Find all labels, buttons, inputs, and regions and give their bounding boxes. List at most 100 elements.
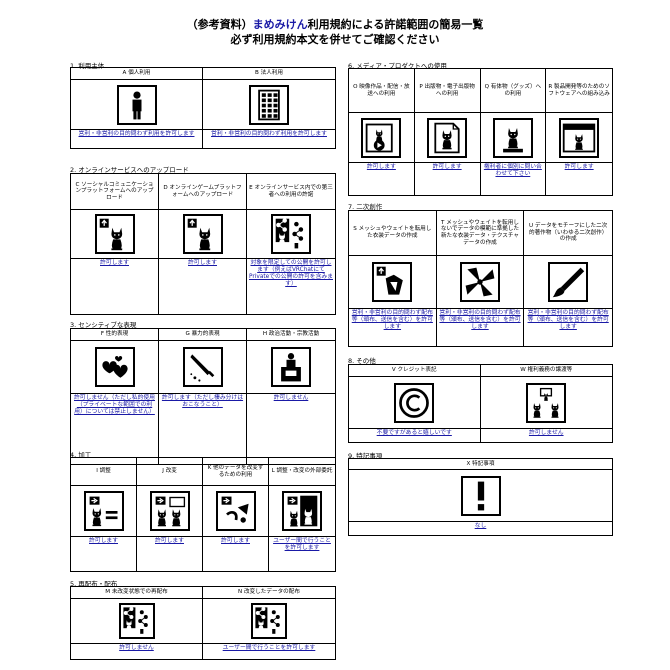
rule-cell: B 法人利用営利・非営利の目的問わず利用を許可します <box>203 68 335 148</box>
transfer-icon <box>526 382 567 423</box>
rule-label: X 特記事項 <box>349 459 612 470</box>
exclamation-icon <box>460 475 501 516</box>
rule-cell: C ソーシャルコミュニケーションプラットフォームへのアップロード 許可します <box>71 174 159 314</box>
rule-pictogram <box>71 599 202 644</box>
rule-pictogram <box>203 80 335 130</box>
section-title-s4: 4. 加工 <box>70 451 92 459</box>
rule-pictogram <box>414 113 480 163</box>
copyright-icon <box>394 382 435 423</box>
rule-label: T メッシュやウェイトを転用しないでデータの模範に準拠した新たな衣装データ・テク… <box>436 211 524 256</box>
rule-pictogram <box>71 486 136 537</box>
rule-cell: K 他のデータを改変するための利用許可します <box>203 458 269 571</box>
section-title-s1: 1. 利用主体 <box>70 62 105 70</box>
rule-cell: X 特記事項なし <box>349 459 612 535</box>
rule-verdict: 権利者に個別に問い合わせて下さい <box>483 164 542 177</box>
rule-label: O 映像作品・配信・放送への利用 <box>349 69 414 113</box>
goods-icon <box>492 117 533 158</box>
rule-pictogram <box>71 210 158 259</box>
rule-verdict: 許可します <box>432 164 462 170</box>
rule-pictogram <box>349 256 436 309</box>
person-icon <box>116 84 157 125</box>
rule-label: H 政治活動・宗教活動 <box>247 329 335 341</box>
rule-label: N 改変したデータの配布 <box>203 587 335 599</box>
rule-label: I 調整 <box>71 458 136 486</box>
section-title-s8: 8. その他 <box>348 357 376 365</box>
rule-label: W 権利義務の譲渡等 <box>480 365 612 377</box>
rule-pictogram <box>159 341 246 394</box>
podium-icon <box>271 347 311 387</box>
rule-verdict: 営利・非営利の目的問わず利用を許可します <box>211 131 327 137</box>
rule-label: V クレジット表記 <box>349 365 480 377</box>
rule-label: R 製品開発等のためのソフトウェアへの組み込み <box>546 69 612 113</box>
rule-pictogram <box>480 377 612 429</box>
rule-pictogram <box>203 486 268 537</box>
rule-cell: V クレジット表記不要ですがあると嬉しいです <box>349 365 481 442</box>
rule-cell: D オンラインゲームプラットフォームへのアップロード 許可します <box>159 174 247 314</box>
rule-verdict: 許可しません <box>528 430 564 436</box>
rule-pictogram <box>546 113 612 163</box>
brush-icon <box>548 262 589 302</box>
modify-icon <box>149 491 190 531</box>
rule-cell: L 調整・改変の外部委託 ユーザー間で行うことを許可します <box>269 458 335 571</box>
section-table-s9: X 特記事項なし <box>348 458 613 536</box>
rule-label: C ソーシャルコミュニケーションプラットフォームへのアップロード <box>71 174 158 210</box>
rule-verdict: 許可します <box>564 164 594 170</box>
rule-cell: E オンラインサービス内での第三者への利用の許諾 対象を限定しての公開を許可しま… <box>247 174 335 314</box>
rule-verdict: 許可しません（ただし私的使用（プライベートな範囲での利用）については禁止しません… <box>74 395 155 415</box>
software-icon <box>559 117 600 158</box>
rule-pictogram <box>137 486 202 537</box>
document-icon <box>427 117 468 158</box>
rule-label: J 改変 <box>137 458 202 486</box>
rule-pictogram <box>349 113 414 163</box>
title-prefix: （参考資料） <box>186 18 253 31</box>
rule-pictogram <box>247 341 335 394</box>
rule-pictogram <box>480 113 546 163</box>
rule-pictogram <box>349 470 612 522</box>
section-title-s9: 9. 特記事項 <box>348 452 383 460</box>
rule-pictogram <box>71 341 158 394</box>
page-title: （参考資料）まめみけん利用規約による許諾範囲の簡易一覧 <box>0 16 670 32</box>
rule-cell: P 出版物・電子出版物への利用 許可します <box>414 69 481 195</box>
rule-verdict: 許可します <box>155 538 184 544</box>
upload-icon <box>182 214 223 254</box>
rule-label: F 性的表現 <box>71 329 158 341</box>
rule-cell: F 性的表現許可しません（ただし私的使用（プライベートな範囲での利用）については… <box>71 329 159 464</box>
rule-verdict: なし <box>474 523 487 529</box>
rule-label: Q 有体物（グッズ）への利用 <box>480 69 546 113</box>
share-icon <box>251 603 287 639</box>
rule-pictogram <box>159 210 246 259</box>
rule-verdict: 許可しません <box>273 395 309 401</box>
rule-verdict: 営利・非営利の目的問わず配布等（頒布、送信を含む）を許可します <box>351 310 433 330</box>
rule-pictogram <box>269 486 335 537</box>
rule-verdict: 許可します <box>100 260 129 266</box>
outsource-icon <box>282 491 322 531</box>
rule-label: S メッシュやウェイトを転用した衣装データの作成 <box>349 211 436 256</box>
parts-icon <box>215 491 256 531</box>
rule-pictogram <box>203 599 335 644</box>
rule-verdict: ユーザー間で行うことを許可します <box>222 645 316 651</box>
rule-label: P 出版物・電子出版物への利用 <box>414 69 480 113</box>
rule-cell: S メッシュやウェイトを転用した衣装データの作成営利・非営利の目的問わず配布等（… <box>349 211 437 346</box>
title-suffix: 利用規約による許諾範囲の簡易一覧 <box>307 18 484 31</box>
section-title-s2: 2. オンラインサービスへのアップロード <box>70 166 189 174</box>
section-table-s7: S メッシュやウェイトを転用した衣装データの作成営利・非営利の目的問わず配布等（… <box>348 210 613 347</box>
upload-icon <box>94 214 135 254</box>
rule-cell: J 改変 許可します <box>137 458 203 571</box>
adjust-icon <box>83 491 124 531</box>
rule-label: L 調整・改変の外部委託 <box>269 458 335 486</box>
fabric-icon <box>459 262 500 302</box>
section-title-s7: 7. 二次創作 <box>348 203 383 211</box>
section-table-s3: F 性的表現許可しません（ただし私的使用（プライベートな範囲での利用）については… <box>70 328 336 465</box>
rule-pictogram <box>247 210 335 259</box>
rule-pictogram <box>436 256 524 309</box>
rule-verdict: 許可します <box>366 164 396 170</box>
rule-label: G 暴力的表現 <box>159 329 246 341</box>
rule-cell: T メッシュやウェイトを転用しないでデータの模範に準拠した新たな衣装データ・テク… <box>436 211 525 346</box>
hearts-icon <box>94 347 135 387</box>
rule-cell: N 改変したデータの配布 ユーザー間で行うことを許可します <box>203 587 335 659</box>
rule-cell: G 暴力的表現許可します（ただし棲み分けはおこなうこと） <box>159 329 247 464</box>
rule-pictogram <box>349 377 480 429</box>
